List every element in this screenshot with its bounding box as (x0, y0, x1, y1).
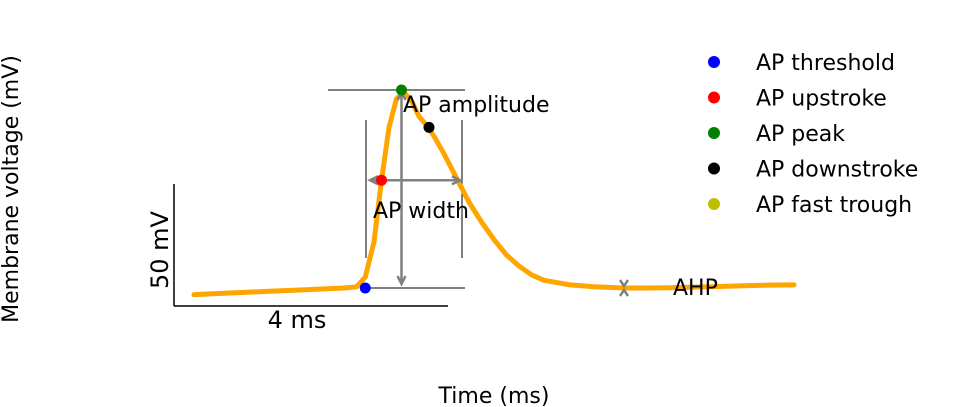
measurement-arrows (367, 89, 630, 297)
width-arrow-head-right (451, 175, 463, 186)
legend-marker-ap-fast-trough (708, 198, 720, 210)
ahp-label: AHP (673, 276, 718, 301)
legend-marker-ap-downstroke (708, 162, 720, 175)
guide-lines (328, 89, 730, 289)
amplitude-arrow-head-bottom (396, 275, 407, 287)
ahp-marker (618, 279, 630, 297)
legend-label-ap-fast-trough: AP fast trough (756, 193, 912, 218)
width-arrow-head-left (367, 175, 379, 186)
legend-label-ap-peak: AP peak (756, 122, 845, 147)
ap-amplitude-label: AP amplitude (403, 93, 549, 118)
ap-downstroke-point (423, 121, 435, 133)
legend-label-ap-downstroke: AP downstroke (756, 158, 918, 183)
ap-width-label: AP width (373, 199, 469, 224)
x-axis-label: Time (ms) (438, 384, 550, 407)
legend-marker-ap-peak (708, 127, 720, 139)
legend-marker-ap-upstroke (708, 91, 720, 104)
y-axis-label: Membrane voltage (mV) (0, 55, 24, 323)
legend-label-ap-upstroke: AP upstroke (756, 87, 887, 112)
voltage-trace (191, 89, 797, 298)
legend-label-ap-threshold: AP threshold (756, 51, 895, 76)
ap-threshold-point (359, 282, 371, 294)
time-scale-label: 4 ms (268, 306, 327, 334)
ap-peak-point (396, 84, 407, 96)
legend: AP threshold AP upstroke AP peak AP downstr… (708, 51, 918, 218)
ap-upstroke-point (376, 174, 387, 186)
feature-points (359, 84, 435, 294)
legend-marker-ap-threshold (708, 56, 720, 68)
voltage-scale-label: 50 mV (146, 210, 174, 289)
